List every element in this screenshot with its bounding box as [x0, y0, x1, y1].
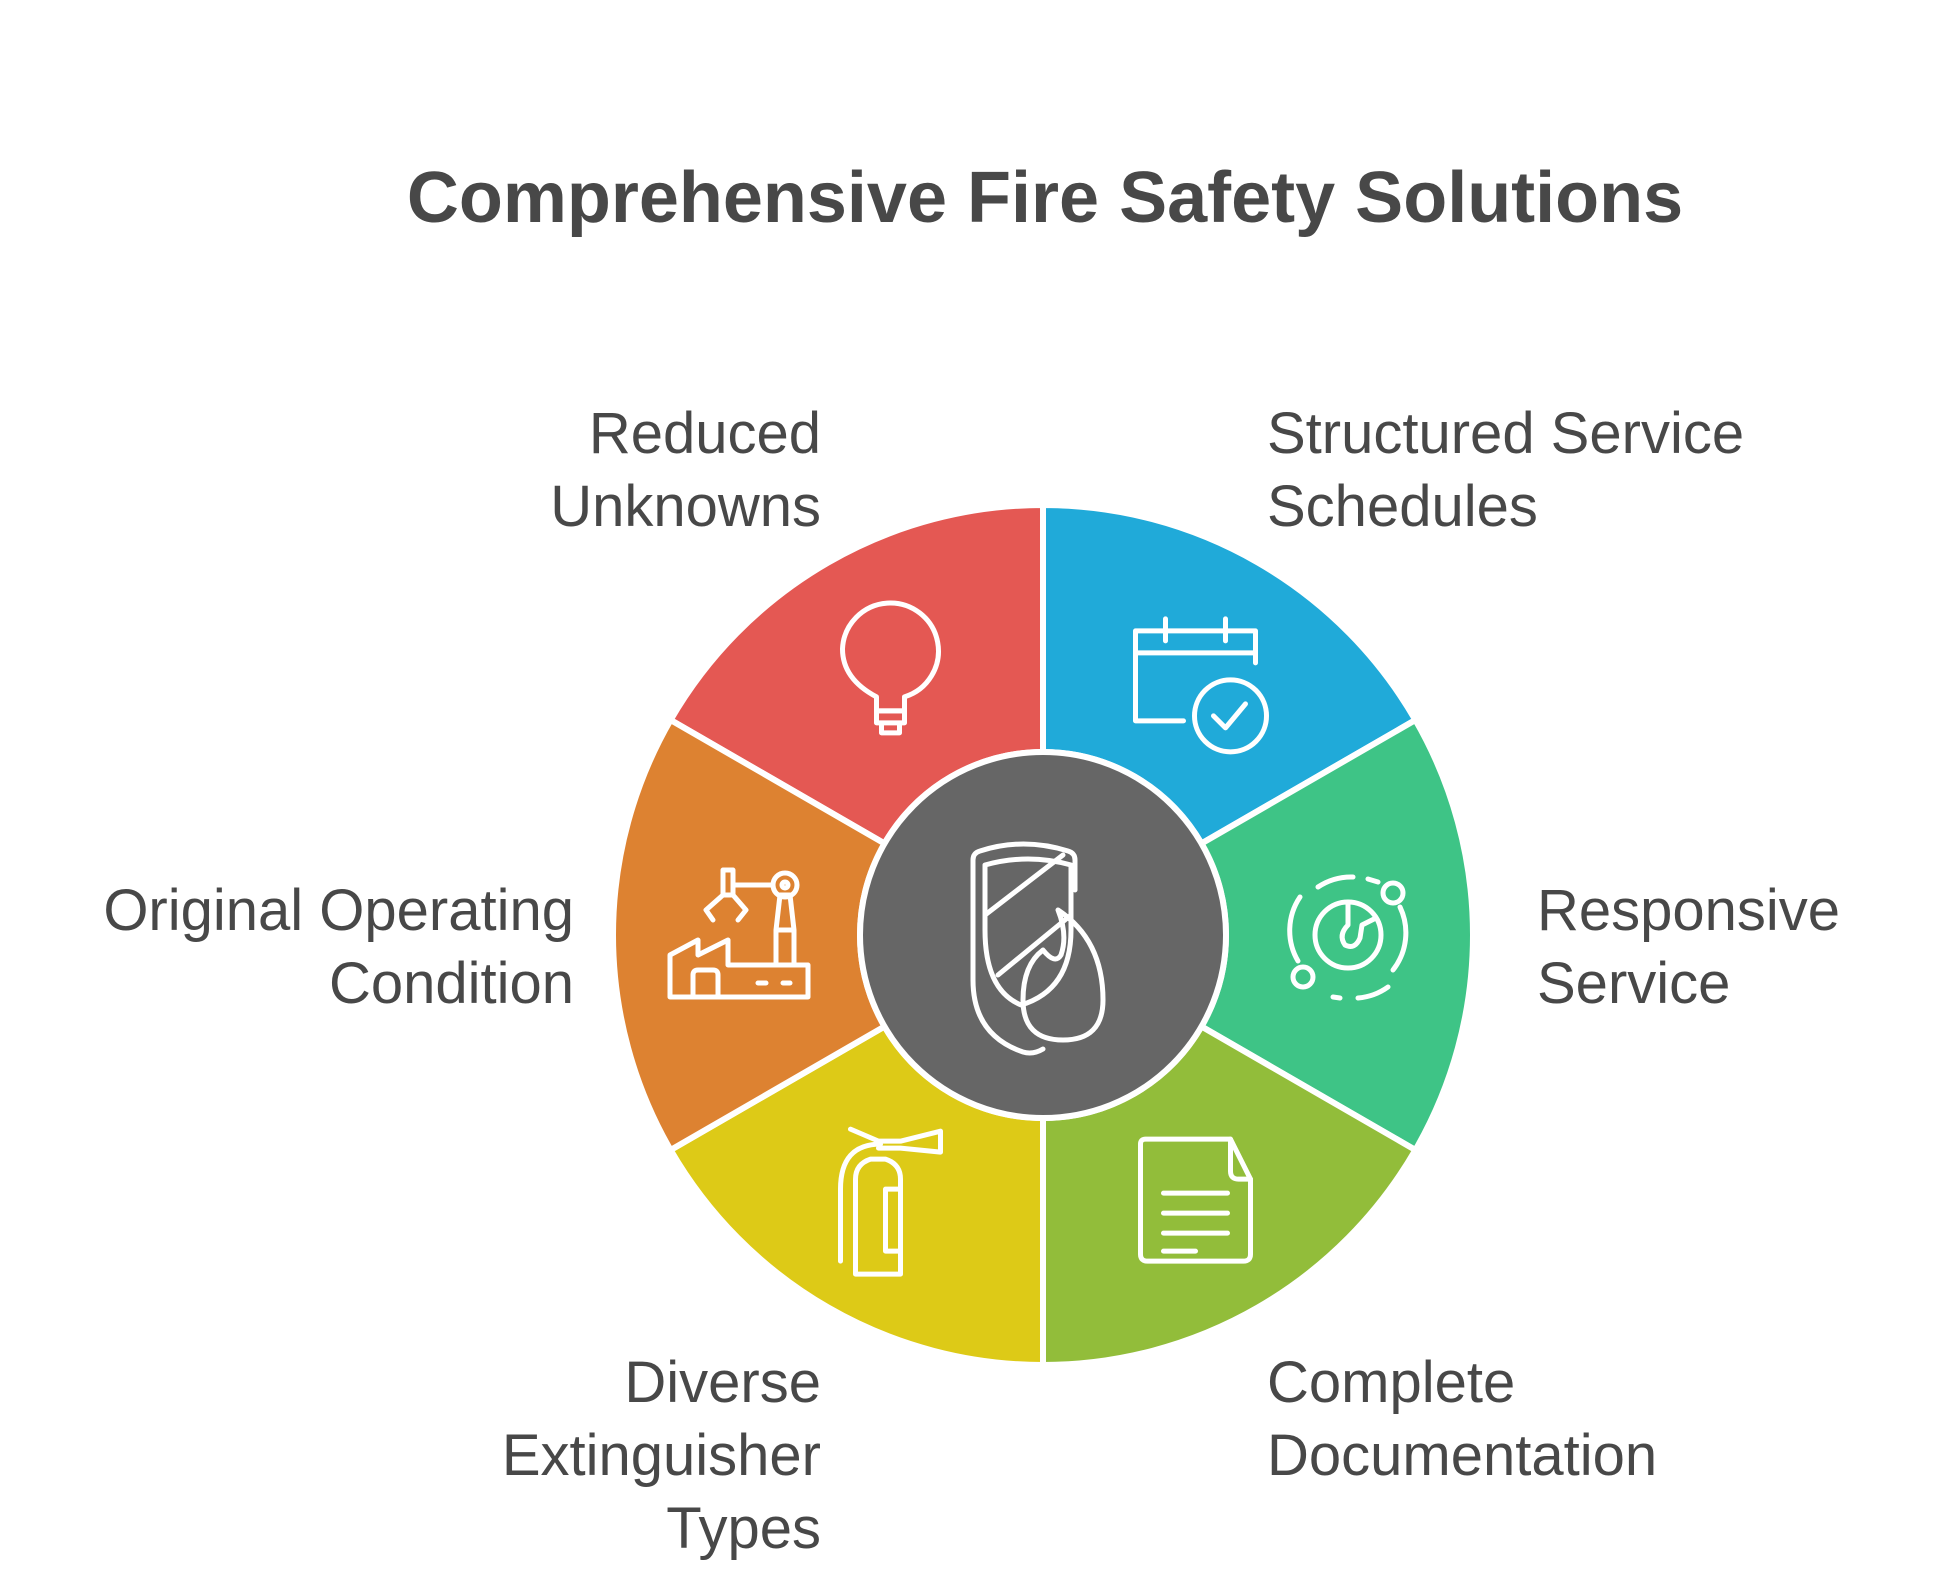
label-line: Responsive: [1537, 878, 1840, 943]
label-line: Unknowns: [550, 474, 821, 539]
label-line: Types: [666, 1496, 821, 1561]
diagram-title: Comprehensive Fire Safety Solutions: [407, 158, 1683, 238]
label-line: Reduced: [589, 401, 821, 466]
fire-extinguisher-icon: [838, 1126, 943, 1277]
label-line: Documentation: [1267, 1423, 1657, 1488]
factory-robot-arm-icon: [667, 867, 811, 1000]
gauge-orbit-icon: [1287, 874, 1409, 1001]
label-line: Extinguisher: [502, 1423, 821, 1488]
label-line: Condition: [329, 951, 574, 1016]
shield-fire-icon: [970, 841, 1106, 1056]
lightbulb-icon: [840, 600, 941, 736]
calendar-check-icon: [1133, 616, 1269, 755]
label-line: Schedules: [1267, 474, 1538, 539]
document-icon: [1138, 1136, 1253, 1264]
label-line: Complete: [1267, 1350, 1515, 1415]
label-line: Structured Service: [1267, 401, 1744, 466]
label-line: Original Operating: [103, 878, 574, 943]
label-line: Service: [1537, 951, 1730, 1016]
label-line: Diverse: [624, 1350, 821, 1415]
